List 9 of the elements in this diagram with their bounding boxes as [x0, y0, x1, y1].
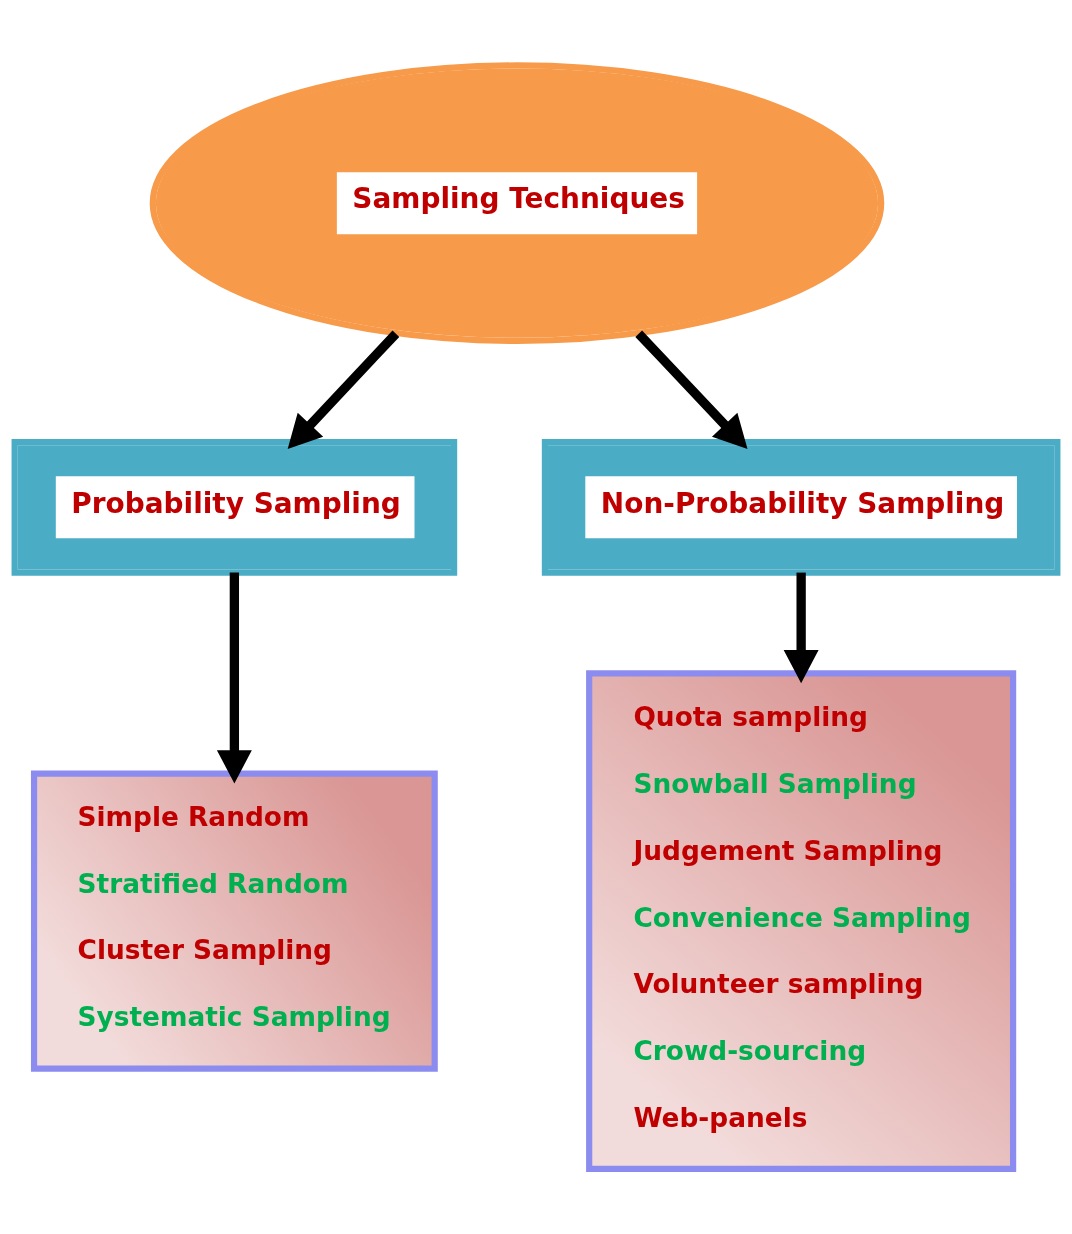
- arrow: [783, 572, 819, 684]
- node-ellipse: Sampling Techniques: [149, 62, 885, 345]
- node-box: Non-Probability Sampling: [541, 439, 1061, 576]
- node-box: Simple Random Stratified Random Cluster Sampling Systematic Sampling: [30, 770, 438, 1072]
- node-box: Probability Sampling: [11, 439, 458, 576]
- arrow: [635, 330, 748, 449]
- arrow: [287, 330, 400, 449]
- node-box: Quota sampling Snowball Sampling Judgement Sampling Convenience Sampling Volunteer sampling Crowd-sourcing Web-panels: [586, 670, 1017, 1172]
- arrow: [216, 572, 252, 784]
